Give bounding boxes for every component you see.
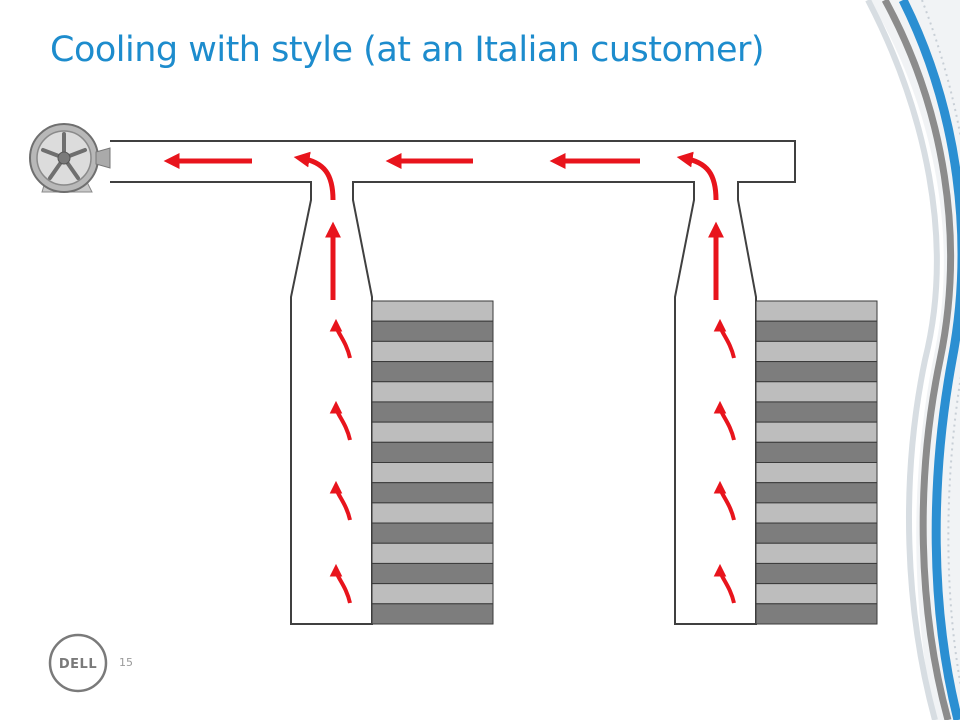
rack-shelf <box>371 482 494 504</box>
airflow-arrow <box>676 151 719 201</box>
rack-shelf <box>371 320 494 342</box>
rack-shelf <box>755 522 878 544</box>
rack-shelf <box>755 320 878 342</box>
rack-shelf <box>755 441 878 463</box>
rack-shelf <box>755 361 878 383</box>
airflow-arrow <box>713 400 736 441</box>
rack-shelf <box>755 502 878 524</box>
airflow-arrow <box>293 151 336 201</box>
rack-shelf <box>371 381 494 403</box>
server-rack-right <box>755 300 878 625</box>
rack-shelf <box>755 421 878 443</box>
rack-shelf <box>371 502 494 524</box>
rack-shelf <box>371 562 494 585</box>
rack-shelf <box>755 381 878 403</box>
rack-shelf <box>371 401 494 423</box>
rack-shelf <box>371 421 494 443</box>
slide-title: Cooling with style (at an Italian custom… <box>50 30 765 70</box>
airflow-arrow <box>329 318 352 359</box>
airflow-arrow <box>713 563 736 604</box>
rack-shelf <box>755 583 878 605</box>
rack-shelf <box>755 542 878 564</box>
rack-shelf <box>371 522 494 544</box>
airflow-arrow <box>329 480 352 521</box>
airflow-arrow <box>329 400 352 441</box>
decorative-swoosh <box>865 0 960 720</box>
rack-exhaust-arrows <box>329 318 736 604</box>
rack-shelf <box>371 441 494 463</box>
rack-shelf <box>755 340 878 363</box>
dell-logo-icon: DELL <box>48 633 108 693</box>
turn-airflow-arrows <box>293 151 719 201</box>
rack-shelf <box>755 603 878 625</box>
fan-icon <box>29 123 111 193</box>
airflow-arrow <box>329 563 352 604</box>
rack-shelf <box>371 300 494 322</box>
chimney-airflow-arrows <box>324 221 725 300</box>
svg-text:DELL: DELL <box>59 657 97 672</box>
rack-shelf <box>371 462 494 484</box>
airflow-arrow <box>713 318 736 359</box>
page-number: 15 <box>119 656 133 669</box>
rack-shelf <box>755 562 878 585</box>
rack-shelf <box>755 401 878 423</box>
rack-shelf <box>755 300 878 322</box>
rack-shelf <box>371 542 494 564</box>
server-rack-left <box>371 300 494 625</box>
airflow-arrow <box>713 480 736 521</box>
duct-outline <box>110 140 796 625</box>
rack-shelf <box>755 462 878 484</box>
rack-shelf <box>371 361 494 383</box>
rack-shelf <box>371 603 494 625</box>
rack-shelf <box>371 583 494 605</box>
rack-shelf <box>755 482 878 504</box>
rack-shelf <box>371 340 494 363</box>
